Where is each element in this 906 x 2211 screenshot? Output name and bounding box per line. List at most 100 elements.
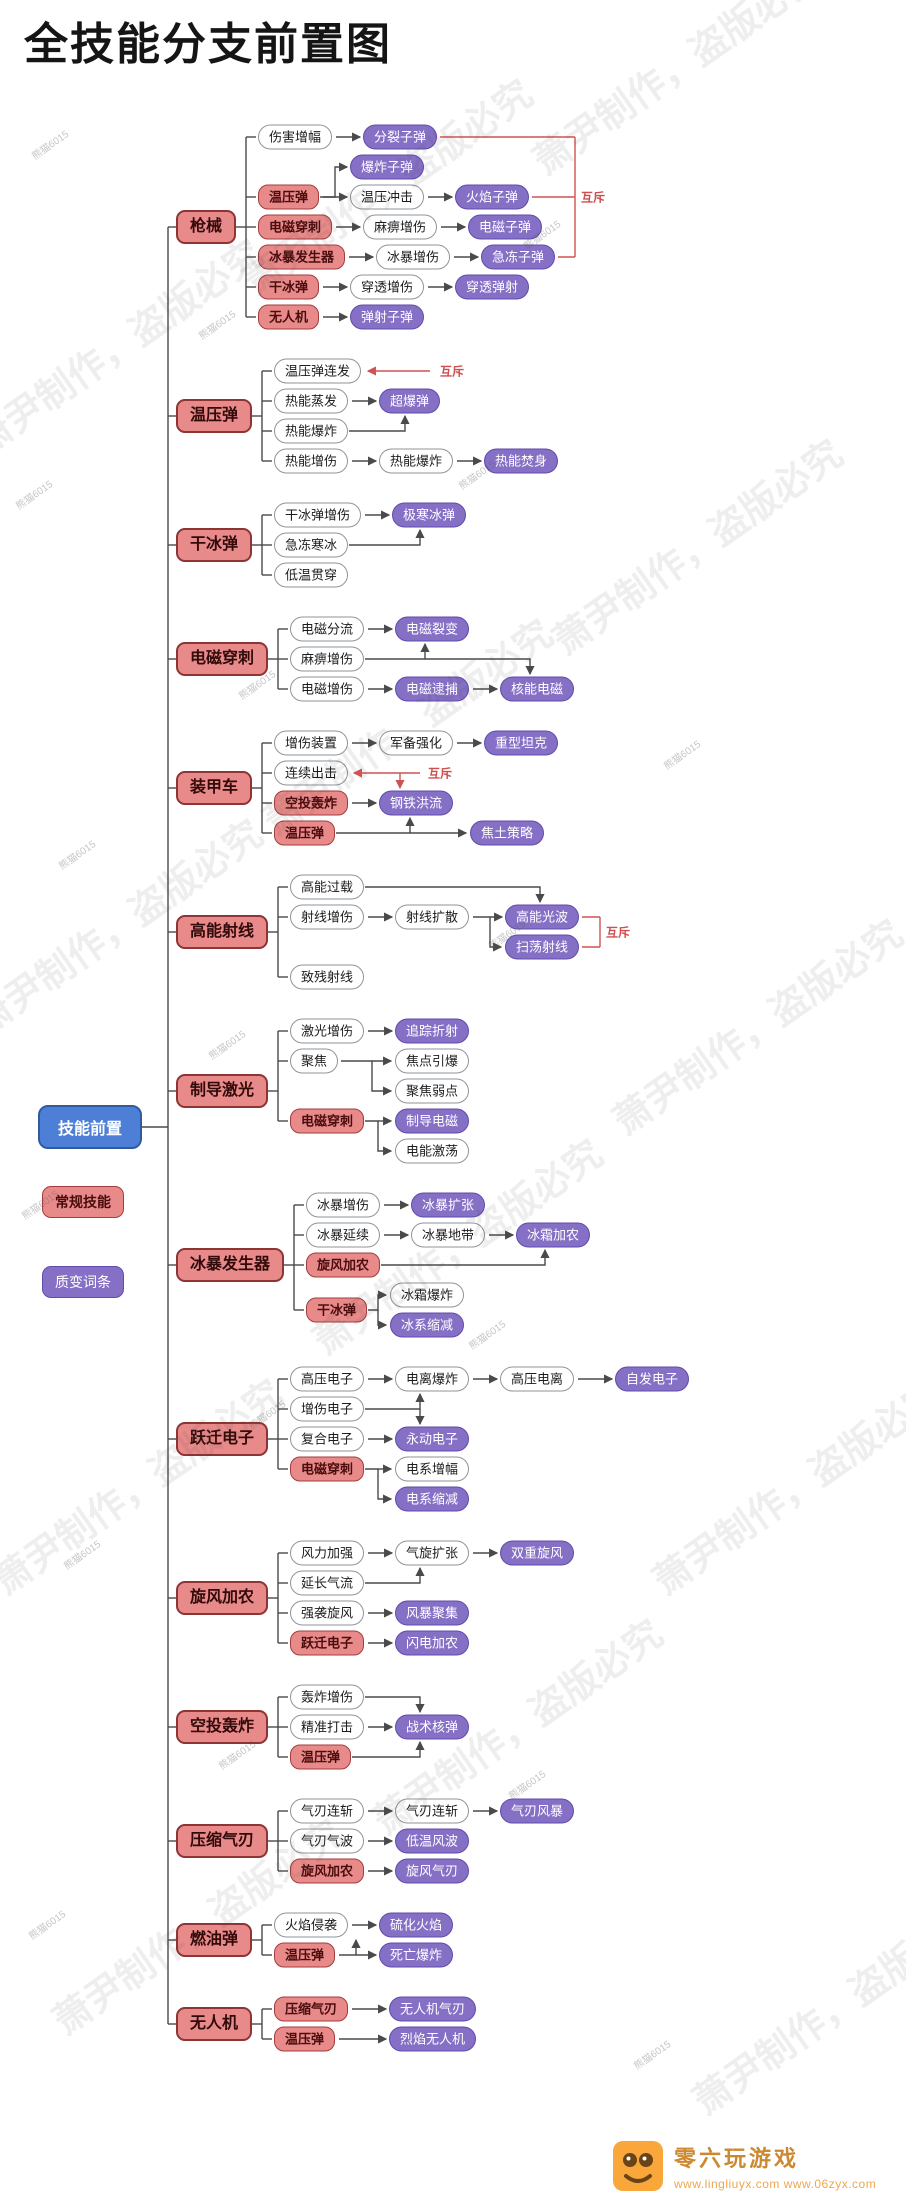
mutation-node: 急冻子弹 (481, 244, 555, 270)
mutation-node: 钢铁洪流 (379, 790, 453, 816)
mutation-node: 扫荡射线 (505, 934, 579, 960)
skill-node: 焦点引爆 (395, 1048, 469, 1074)
skill-ref-node: 跃迁电子 (290, 1630, 364, 1656)
skill-node: 高能过载 (290, 874, 364, 900)
skill-ref-node: 压缩气刃 (274, 1996, 348, 2022)
skill-node: 冰暴增伤 (306, 1192, 380, 1218)
skill-node: 冰霜爆炸 (390, 1282, 464, 1308)
skill-node: 穿透增伤 (350, 274, 424, 300)
mutex-label: 互斥 (428, 766, 453, 781)
skill-node: 低温贯穿 (274, 562, 348, 588)
mutation-node: 热能焚身 (484, 448, 558, 474)
mutation-node: 双重旋风 (500, 1540, 574, 1566)
mutation-node: 自发电子 (615, 1366, 689, 1392)
skill-node: 复合电子 (290, 1426, 364, 1452)
mutation-node: 旋风气刃 (395, 1858, 469, 1884)
skill-node: 电磁分流 (290, 616, 364, 642)
skill-node: 伤害增幅 (258, 124, 332, 150)
skill-node: 热能爆炸 (274, 418, 348, 444)
mutation-node: 烈焰无人机 (389, 2026, 476, 2052)
skill-ref-node: 温压弹 (274, 820, 335, 846)
skill-ref-node: 温压弹 (290, 1744, 351, 1770)
skill-node: 气刃气波 (290, 1828, 364, 1854)
skill-node: 电系增幅 (395, 1456, 469, 1482)
connector-line (352, 1740, 425, 1758)
connector-line (425, 658, 535, 676)
mutation-node: 电磁子弹 (468, 214, 542, 240)
skill-ref-node: 冰暴发生器 (258, 244, 345, 270)
site-logo: 零六玩游戏 www.lingliuyx.com www.06zyx.com (612, 2140, 876, 2192)
skill-node: 冰暴增伤 (376, 244, 450, 270)
skill-ref-node: 电磁穿刺 (258, 214, 332, 240)
connector-line (377, 1310, 388, 1330)
site-logo-icon (613, 2141, 663, 2191)
legend-root-node: 技能前置 (38, 1105, 143, 1149)
mutation-node: 穿透弹射 (455, 274, 529, 300)
mutation-node: 电磁裂变 (395, 616, 469, 642)
legend-regular-skill: 常规技能 (42, 1186, 124, 1218)
skill-ref-node: 温压弹 (274, 2026, 335, 2052)
skill-ref-node: 无人机 (258, 304, 319, 330)
mutation-node: 极寒冰弹 (392, 502, 466, 528)
skill-node: 轰炸增伤 (290, 1684, 364, 1710)
mutation-node: 无人机气刃 (389, 1996, 476, 2022)
category-node: 冰暴发生器 (176, 1248, 284, 1282)
skill-node: 温压冲击 (350, 184, 424, 210)
mutation-node: 气刃风暴 (500, 1798, 574, 1824)
category-node: 干冰弹 (176, 528, 252, 562)
skill-ref-node: 空投轰炸 (274, 790, 348, 816)
skill-node: 冰暴延续 (306, 1222, 380, 1248)
category-node: 空投轰炸 (176, 1710, 268, 1744)
skill-node: 麻痹增伤 (290, 646, 364, 672)
connector-line (489, 917, 503, 952)
category-node: 制导激光 (176, 1074, 268, 1108)
skill-node: 高压电离 (500, 1366, 574, 1392)
site-text: 零六玩游戏 www.lingliuyx.com www.06zyx.com (674, 2141, 876, 2191)
skill-node: 干冰弹增伤 (274, 502, 361, 528)
category-node: 温压弹 (176, 399, 252, 433)
mutation-node: 冰霜加农 (516, 1222, 590, 1248)
mutation-node: 焦土策略 (470, 820, 544, 846)
mutation-node: 核能电磁 (500, 676, 574, 702)
mutation-node: 冰暴扩张 (411, 1192, 485, 1218)
skill-ref-node: 干冰弹 (258, 274, 319, 300)
connector-line (365, 1468, 393, 1504)
mutation-node: 硫化火焰 (379, 1912, 453, 1938)
skill-node: 射线扩散 (395, 904, 469, 930)
skill-ref-node: 电磁穿刺 (290, 1108, 364, 1134)
mutation-node: 风暴聚集 (395, 1600, 469, 1626)
mutation-node: 爆炸子弹 (350, 154, 424, 180)
skill-ref-node: 温压弹 (274, 1942, 335, 1968)
connector-line (365, 886, 545, 904)
skill-node: 延长气流 (290, 1570, 364, 1596)
mutation-node: 死亡爆炸 (379, 1942, 453, 1968)
connector-line (365, 1566, 425, 1584)
skill-node: 连续出击 (274, 760, 348, 786)
skill-node: 电能激荡 (395, 1138, 469, 1164)
mutation-node: 电系缩减 (395, 1486, 469, 1512)
skill-node: 射线增伤 (290, 904, 364, 930)
category-node: 跃迁电子 (176, 1422, 268, 1456)
mutex-label: 互斥 (581, 190, 606, 205)
mutation-node: 火焰子弹 (455, 184, 529, 210)
skill-ref-node: 电磁穿刺 (290, 1456, 364, 1482)
mutation-node: 战术核弹 (395, 1714, 469, 1740)
mutation-node: 超爆弹 (379, 388, 440, 414)
site-name: 零六玩游戏 (674, 2146, 800, 2171)
skill-node: 军备强化 (379, 730, 453, 756)
category-node: 装甲车 (176, 771, 252, 805)
connector-line (349, 414, 410, 432)
connector-line (368, 1290, 388, 1311)
connector-line (349, 528, 425, 546)
skill-node: 热能蒸发 (274, 388, 348, 414)
skill-node: 气旋扩张 (395, 1540, 469, 1566)
connector-line (381, 1248, 550, 1266)
skill-node: 聚焦 (290, 1048, 338, 1074)
skill-node: 聚焦弱点 (395, 1078, 469, 1104)
page-title: 全技能分支前置图 (24, 20, 392, 69)
connector-line (365, 642, 430, 660)
category-node: 电磁穿刺 (176, 642, 268, 676)
skill-node: 电离爆炸 (395, 1366, 469, 1392)
mutex-label: 互斥 (440, 364, 465, 379)
skill-ref-node: 旋风加农 (306, 1252, 380, 1278)
